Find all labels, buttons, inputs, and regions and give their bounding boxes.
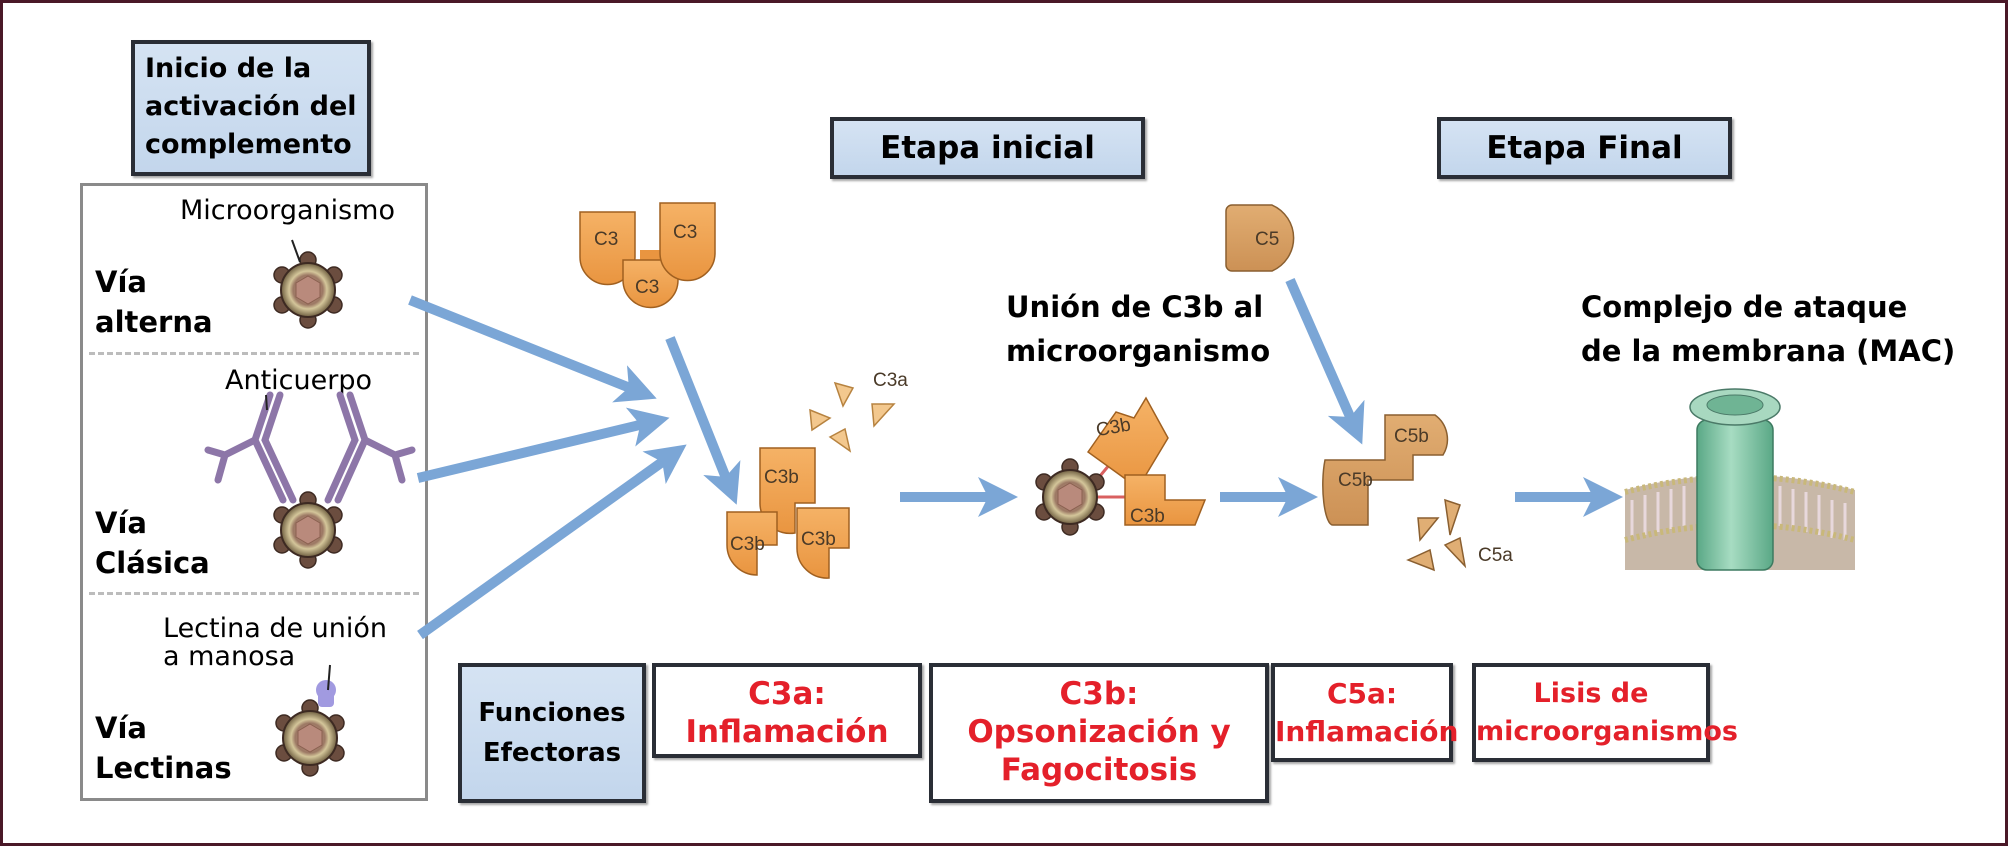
effector-line: Lisis de xyxy=(1533,678,1649,709)
effector-line: C5a: xyxy=(1326,677,1398,710)
c3b-binding-label-line: microorganismo xyxy=(1006,334,1271,368)
effector-c5a-inflammation: C5a: Inflamación xyxy=(1271,663,1459,762)
microorganism-icon xyxy=(275,699,345,777)
pathway-name-line: Clásica xyxy=(95,546,210,580)
arrow-classical xyxy=(416,407,670,483)
antibody-icon xyxy=(204,391,416,504)
mac-label-line: Complejo de ataque xyxy=(1581,290,1908,324)
c3b-label: C3b xyxy=(801,529,836,550)
c3b-label: C3b xyxy=(1130,506,1165,527)
lectin-label: Lectina de unión a manosa xyxy=(163,615,387,671)
effector-line: microorganismos xyxy=(1476,716,1738,747)
arrow-c5 xyxy=(1285,277,1365,445)
lectin-label-line: Lectina de unión xyxy=(163,613,388,644)
c3b-binding-label: Unión de C3b al microorganismo xyxy=(1006,285,1270,373)
c3a-fragments xyxy=(809,381,896,453)
mac-label-line: de la membrana (MAC) xyxy=(1581,334,1956,368)
pathway-name-line: Vía xyxy=(95,265,147,299)
pathway-lectin-label: Vía Lectinas xyxy=(95,708,232,788)
bound-c3b-molecules xyxy=(1086,396,1207,526)
pointer-line xyxy=(291,239,301,263)
mac-pore-icon xyxy=(1624,388,1856,571)
initiation-header-line: complemento xyxy=(145,129,352,160)
effector-c3b-opsonization: C3b: Opsonización y Fagocitosis xyxy=(929,663,1269,803)
c5-molecule xyxy=(1225,204,1295,272)
arrow-c3-cleavage xyxy=(665,336,741,505)
effector-title-line: Efectoras xyxy=(482,738,622,768)
effector-line: Fagocitosis xyxy=(1000,752,1198,788)
c3b-molecules xyxy=(726,447,850,579)
c3-label: C3 xyxy=(673,222,697,243)
effector-functions-header: Funciones Efectoras xyxy=(458,663,646,803)
arrow-lectin xyxy=(417,444,687,640)
initiation-header: Inicio de la activación del complemento xyxy=(131,40,371,176)
c3b-binding-label-line: Unión de C3b al xyxy=(1006,290,1264,324)
c3-molecules xyxy=(579,202,716,309)
c3b-label: C3b xyxy=(764,467,799,488)
pathway-name-line: Lectinas xyxy=(95,751,232,785)
c5a-label: C5a xyxy=(1478,545,1513,566)
pathway-arrows xyxy=(408,277,1623,640)
effector-line: C3a: xyxy=(748,676,826,712)
pathway-alternative-label: Vía alterna xyxy=(95,262,213,342)
pathway-name-line: Vía xyxy=(95,711,147,745)
microorganism-icon xyxy=(273,491,343,569)
pointer-line xyxy=(265,394,268,411)
c3a-label: C3a xyxy=(873,370,908,391)
c5b-label: C5b xyxy=(1394,426,1429,447)
late-stage-header: Etapa Final xyxy=(1437,117,1732,179)
c3b-label: C3b xyxy=(730,534,765,555)
c5a-fragments xyxy=(1406,498,1467,572)
early-stage-title: Etapa inicial xyxy=(880,130,1095,166)
initiation-header-line: activación del xyxy=(145,91,357,122)
pathways-panel xyxy=(80,183,428,801)
early-stage-header: Etapa inicial xyxy=(830,117,1145,179)
microorganism-label: Microorganismo xyxy=(180,195,395,226)
effector-line: Opsonización y xyxy=(967,714,1231,750)
effector-line: Inflamación xyxy=(1275,715,1459,748)
lectin-icon xyxy=(316,664,336,707)
mac-label: Complejo de ataque de la membrana (MAC) xyxy=(1581,285,1955,373)
pathway-name-line: alterna xyxy=(95,305,213,339)
antibody-label: Anticuerpo xyxy=(225,365,372,396)
effector-line: C3b: xyxy=(1059,676,1139,712)
pathway-classical-label: Vía Clásica xyxy=(95,503,210,583)
c3-label: C3 xyxy=(594,229,618,250)
c5-label: C5 xyxy=(1255,229,1279,250)
effector-line: Inflamación xyxy=(685,714,889,750)
c5b-molecules xyxy=(1322,414,1449,526)
pathway-name-line: Vía xyxy=(95,506,147,540)
opsonized-microorganism-icon xyxy=(1035,458,1105,536)
initiation-header-line: Inicio de la xyxy=(145,53,312,84)
lectin-label-line: a manosa xyxy=(163,641,296,672)
c3-label: C3 xyxy=(635,277,659,298)
c5b-label: C5b xyxy=(1338,470,1373,491)
divider xyxy=(89,592,419,595)
effector-c3a-inflammation: C3a: Inflamación xyxy=(652,663,922,758)
divider xyxy=(89,352,419,355)
effector-lysis: Lisis de microorganismos xyxy=(1472,663,1738,762)
arrow-alternative xyxy=(408,295,657,403)
late-stage-title: Etapa Final xyxy=(1486,130,1683,166)
effector-title-line: Funciones xyxy=(478,698,626,728)
microorganism-icon xyxy=(273,251,343,329)
